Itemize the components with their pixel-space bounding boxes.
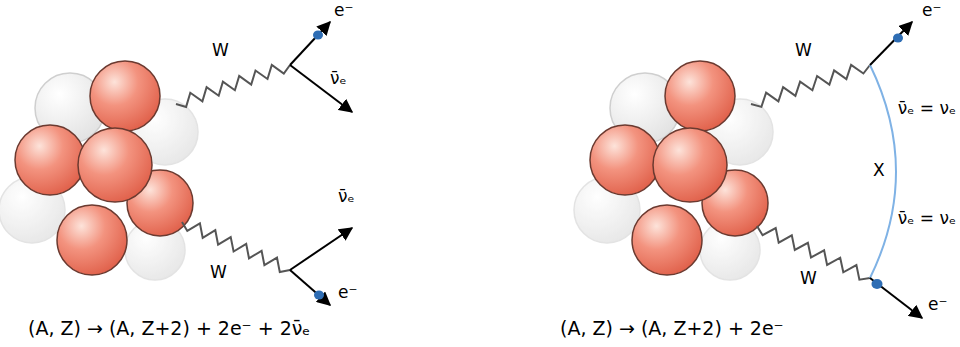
electron-arrow xyxy=(870,278,922,318)
electron-dot xyxy=(313,31,323,40)
boson-label: W xyxy=(210,262,227,282)
electron-dot xyxy=(314,291,324,300)
boson-label: W xyxy=(800,268,817,288)
nucleus xyxy=(0,61,198,280)
electron-label: e⁻ xyxy=(338,282,357,302)
electron-label: e⁻ xyxy=(922,0,941,20)
electron-arrow xyxy=(870,22,912,65)
antineutrino-arrow xyxy=(290,65,352,112)
neutrino-label: ν̄ₑ = νₑ xyxy=(898,208,956,228)
electron-arrow xyxy=(290,22,330,65)
w-boson-line xyxy=(176,65,290,107)
decay-equation: (A, Z) → (A, Z+2) + 2e⁻ xyxy=(560,316,784,340)
decay-equation: (A, Z) → (A, Z+2) + 2e⁻ + 2ν̄ₑ xyxy=(28,316,310,340)
electron-dot xyxy=(893,34,903,43)
boson-label: W xyxy=(212,40,229,60)
boson-label: W xyxy=(795,40,812,60)
antineutrino-label: ν̄ₑ xyxy=(338,186,355,206)
electron-label: e⁻ xyxy=(334,0,353,20)
electron-arrow xyxy=(290,270,330,305)
vertex-mark: X xyxy=(873,160,885,180)
electron-label: e⁻ xyxy=(928,294,947,314)
neutrino-propagator xyxy=(870,65,896,278)
antineutrino-label: ν̄ₑ xyxy=(330,68,347,88)
antineutrino-arrow xyxy=(290,228,352,270)
electron-dot xyxy=(872,279,883,289)
w-boson-line xyxy=(751,65,870,107)
nucleus xyxy=(574,61,773,280)
w-boson-line xyxy=(182,222,290,272)
neutrino-label: ν̄ₑ = νₑ xyxy=(898,98,956,118)
